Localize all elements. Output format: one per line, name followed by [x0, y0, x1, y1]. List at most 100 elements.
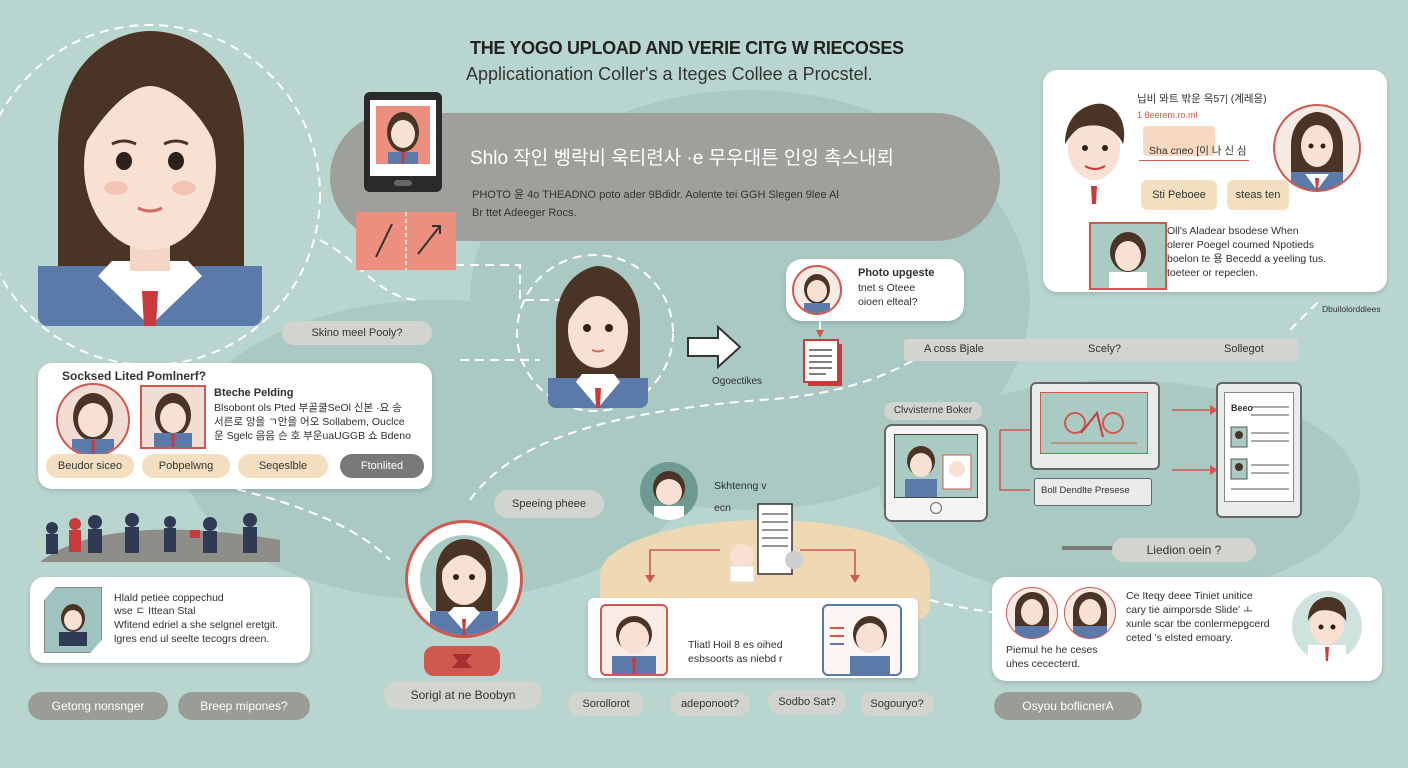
compare-photo-left	[600, 604, 668, 676]
bottom-left-pill-1[interactable]: Getong nonsnger	[28, 692, 168, 720]
card-speech: Sha cneo [이 나 신 심	[1149, 145, 1247, 157]
card-line2: cary tie aimporsde Slide' ㅗ	[1126, 604, 1253, 616]
arrow-caption: Ogoectikes	[712, 376, 763, 387]
compare-card: Tliatl Hoil 8 es oihed esbsoorts as nieb…	[588, 598, 918, 678]
tablet-device	[884, 424, 988, 522]
device-caption-2: Boll Dendlte Presese	[1041, 485, 1130, 496]
step-2[interactable]: Scely?	[1088, 343, 1122, 355]
skin-quality-pill[interactable]: Skino meel Pooly?	[282, 321, 432, 345]
boy-portrait	[1055, 98, 1133, 204]
red-caption-pill[interactable]: Sorigl at ne Boobyn	[384, 681, 542, 709]
location-pill[interactable]: Liedion oein ?	[1112, 538, 1256, 562]
bubble-line1: tnet s Oteee	[858, 282, 916, 294]
card-header-line: 닙비 뫄트 밖운 윽57| (계레응)	[1137, 93, 1267, 105]
page-subtitle: Applicationation Coller's a Iteges Colle…	[466, 64, 873, 84]
card-line3: xunle scar tbe conlermepgcerd	[1126, 618, 1270, 630]
card-line4: ceted 's elsted emoary.	[1126, 632, 1233, 644]
card-header-line2: 1 8eerem.ro.ml	[1137, 110, 1198, 120]
card-text-1: Blsobont ols Pted 부골쿨SeOl 신본 ·요 송	[214, 402, 402, 414]
edit-tools-panel	[356, 212, 456, 270]
review-illustration	[729, 503, 803, 583]
card-text-1: Oll's Aladear bsodese When	[1167, 225, 1299, 237]
divider	[1139, 160, 1249, 161]
bottom-center-pill-2[interactable]: adeponoot?	[670, 692, 750, 716]
option-button-2[interactable]: Pobpelwng	[142, 454, 230, 478]
banner-title: Shlo 작인 벵락비 욱티련사 ·e 무우대튼 인잉 촉스내뢰	[470, 148, 894, 169]
tablet-screen	[894, 434, 978, 498]
student-portrait-large	[38, 26, 262, 326]
card-text-3: boelon te 용 Becedd a yeeling tus.	[1167, 253, 1327, 265]
upload-title: Hlald petiee coppechud	[114, 592, 224, 604]
phone-button	[394, 180, 412, 186]
option-button-4[interactable]: Ftonlited	[340, 454, 424, 478]
phone-device	[364, 92, 442, 192]
step-1[interactable]: A coss Bjale	[924, 343, 984, 355]
card-text-4: toeteer or repeclen.	[1167, 267, 1259, 279]
compare-photo-right	[822, 604, 902, 676]
card-line6: uhes cececterd.	[1006, 658, 1081, 670]
banner-line2: Br ttet Adeeger Rocs.	[472, 207, 577, 219]
documents-icon	[803, 339, 842, 386]
right-top-card: 닙비 뫄트 밖운 윽57| (계레응) 1 8eerem.ro.ml Sha c…	[1043, 70, 1387, 292]
bottom-center-pill-4[interactable]: Sogouryo?	[860, 692, 934, 716]
step-3[interactable]: Sollegot	[1224, 343, 1264, 355]
option-button-1[interactable]: Beudor siceo	[46, 454, 134, 478]
page-title: THE YOGO UPLOAD AND VERIE CITG W RIECOSE…	[470, 38, 904, 58]
compare-line2: esbsoorts as niebd r	[688, 653, 783, 665]
bubble-line2: oioen elteal?	[858, 296, 918, 308]
card-header: Socksed Lited Pomlnerf?	[62, 369, 207, 383]
highlight-blob	[1143, 126, 1215, 156]
bubble-avatar	[792, 265, 842, 315]
bottom-center-pill-3[interactable]: Sodbo Sat?	[768, 690, 846, 714]
doc-title: Beeo	[1231, 403, 1254, 413]
bottom-right-pill[interactable]: Osyou boflicnerA	[994, 692, 1142, 720]
device-caption-1: Clvvisterne Boker	[884, 402, 982, 420]
card-title: Bteche Pelding	[214, 387, 294, 399]
upload-line3: lgres end ul seelte tecogrs dreen.	[114, 633, 270, 645]
card-pill-2[interactable]: steas ten	[1227, 180, 1289, 210]
keyboard-caption-box: Boll Dendlte Presese	[1034, 478, 1152, 506]
card-text-2: olerer Poegel coumed Npotieds	[1167, 239, 1315, 251]
bottom-left-pill-2[interactable]: Breep mipones?	[178, 692, 310, 720]
steps-bar: A coss Bjale Scely? Sollegot	[904, 339, 1298, 361]
steps-label-2: ecn	[714, 502, 731, 514]
right-bottom-card: Piemul he he ceses uhes cececterd. Ce It…	[992, 577, 1382, 681]
card-pill-1[interactable]: Sti Peboee	[1141, 180, 1217, 210]
avatar-1	[1006, 587, 1058, 639]
monitor-device	[1030, 382, 1160, 470]
card-text-2: 서른로 앙을 ㄱ안을 어오 Sollabem, Ouclce	[214, 416, 405, 428]
student-portrait-circle	[405, 520, 523, 638]
student-portrait-center	[548, 264, 648, 408]
corner-label: Dbuilolorddiees	[1322, 304, 1381, 314]
document-screen: Beeo	[1224, 392, 1294, 502]
girl-portrait-circle	[1273, 104, 1361, 192]
selected-photo-card: Socksed Lited Pomlnerf? Bteche Pelding B…	[38, 363, 432, 489]
card-text-3: 운 Sgelc 음음 슨 호 부운uaUGGB 쇼 Bdeno	[214, 430, 411, 442]
phone-screen	[370, 100, 436, 176]
candidate-photo-2	[140, 385, 206, 449]
monitor-screen	[1040, 392, 1148, 454]
compare-line1: Tliatl Hoil 8 es oihed	[688, 639, 783, 651]
bottom-center-pill-1[interactable]: Sorollorot	[568, 692, 644, 716]
option-button-3[interactable]: Seqeslble	[238, 454, 328, 478]
boy-avatar	[1292, 591, 1362, 661]
card-line5: Piemul he he ceses	[1006, 644, 1098, 656]
crowd-illustration	[40, 513, 280, 562]
tablet-home-button	[930, 502, 942, 514]
card-photo-thumb	[1089, 222, 1167, 290]
steps-label-1: Skhtenng v	[714, 480, 767, 492]
document-tablet: Beeo	[1216, 382, 1302, 518]
card-line1: Ce Iteqy deee Tiniet unitice	[1126, 590, 1253, 602]
speaking-pill[interactable]: Speeing pheee	[494, 490, 604, 518]
upload-info-card: Hlald petiee coppechud wse ㄷ Ittean Stal…	[30, 577, 310, 663]
photo-thumbnail	[44, 587, 102, 653]
ribbon-badge	[424, 646, 500, 676]
upload-line2: Wfitend edriel a she selgnel eretgit.	[114, 619, 279, 631]
right-arrow-icon	[687, 324, 742, 370]
candidate-photo-1	[56, 383, 130, 457]
banner-line1: PHOTO 윤 4o THEADNO poto ader 9Bdidr. Aol…	[472, 189, 839, 201]
bubble-title: Photo upgeste	[858, 267, 935, 279]
upload-line1: wse ㄷ Ittean Stal	[114, 605, 196, 617]
speaking-avatar	[640, 462, 698, 520]
avatar-2	[1064, 587, 1116, 639]
